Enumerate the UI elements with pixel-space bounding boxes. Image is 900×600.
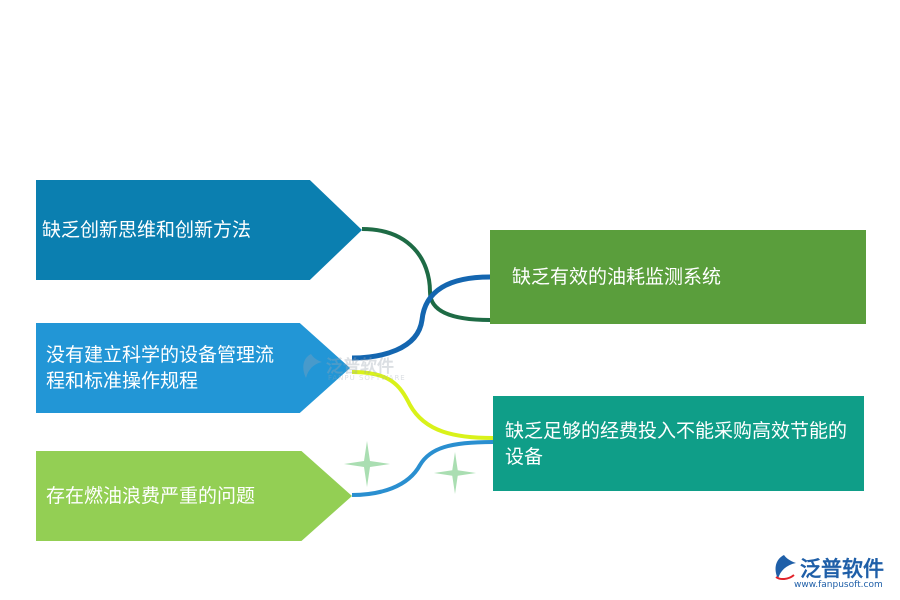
effect-box-monitoring: 缺乏有效的油耗监测系统 bbox=[490, 230, 866, 324]
logo-name: 泛普软件 bbox=[800, 557, 884, 581]
sparkle-icon bbox=[344, 441, 390, 487]
effect-label: 缺乏有效的油耗监测系统 bbox=[512, 266, 722, 288]
connector-line bbox=[361, 227, 491, 322]
cause-label: 缺乏创新思维和创新方法 bbox=[42, 219, 252, 241]
fanpu-logo-icon bbox=[303, 354, 322, 378]
cause-box-management: 没有建立科学的设备管理流程和标准操作规程 bbox=[36, 323, 350, 413]
cause-label: 存在燃油浪费严重的问题 bbox=[46, 485, 256, 507]
watermark: 泛普软件 FANPU SOFTWARE bbox=[298, 350, 413, 386]
effect-label: 缺乏足够的经费投入不能采购高效节能的设备 bbox=[505, 419, 848, 468]
brand-logo: 泛普软件 www.fanpusoft.com bbox=[770, 553, 894, 595]
effect-box-funding: 缺乏足够的经费投入不能采购高效节能的设备 bbox=[493, 396, 864, 491]
connector-line bbox=[351, 274, 491, 361]
watermark-text: 泛普软件 bbox=[326, 357, 394, 377]
watermark-subtext: FANPU SOFTWARE bbox=[328, 374, 406, 382]
logo-url: www.fanpusoft.com bbox=[794, 580, 883, 590]
cause-box-fuel-waste: 存在燃油浪费严重的问题 bbox=[36, 451, 352, 541]
sparkle-icon bbox=[434, 452, 476, 494]
cause-box-innovation: 缺乏创新思维和创新方法 bbox=[36, 180, 362, 280]
cause-label: 没有建立科学的设备管理流程和标准操作规程 bbox=[46, 344, 275, 392]
fanpu-logo-icon bbox=[775, 555, 796, 581]
